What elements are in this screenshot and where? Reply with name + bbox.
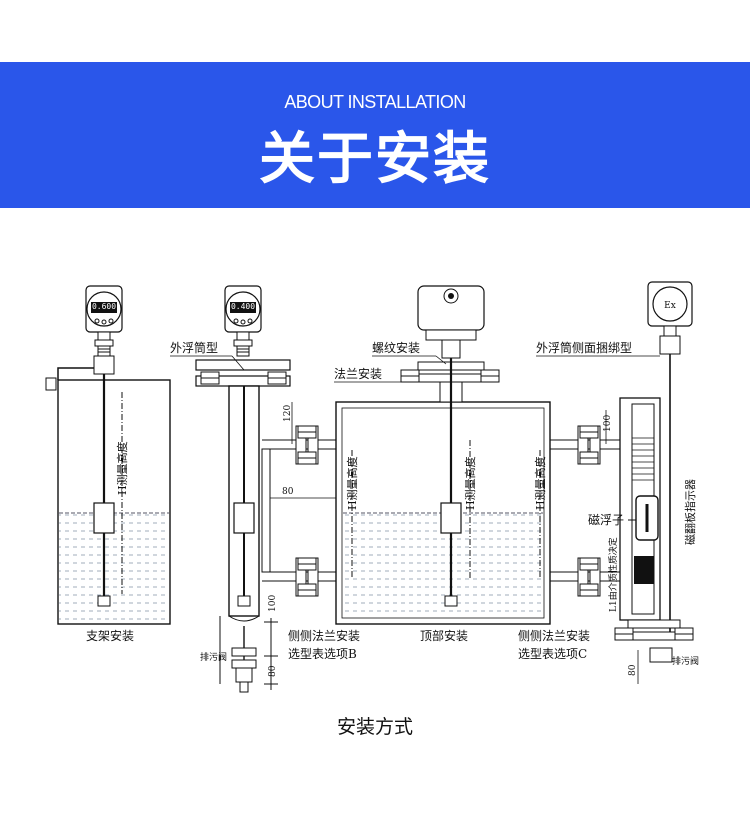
bracket-install-unit: 0.600 H测量高度: [45, 285, 171, 625]
label-outer-side-strap: 外浮筒侧面捆绑型: [536, 340, 632, 355]
display-reading-2: 0.400: [231, 302, 255, 311]
label-flap-indicator: 磁翻板指示器: [683, 479, 697, 545]
label-side-flange-c-line1: 侧侧法兰安装: [518, 628, 590, 643]
label-side-flange-c-line2: 选型表选项C: [518, 647, 587, 661]
ex-mark: Ex: [664, 301, 676, 311]
dim-100-left: 100: [268, 595, 278, 612]
label-magnetic-float: 磁浮子: [588, 512, 624, 527]
label-small-vertical: L1由介质性质决定: [607, 537, 619, 612]
dim-80-left: 80: [282, 487, 294, 497]
label-thread-install: 螺纹安装: [372, 340, 420, 355]
label-drain-valve-left: 排污阀: [200, 651, 227, 663]
dim-120: 120: [283, 405, 293, 422]
header-title: 关于安装: [259, 127, 491, 192]
label-outer-float-tube: 外浮筒型: [170, 340, 218, 355]
diagram-caption: 安装方式: [336, 716, 413, 738]
label-side-flange-b-line1: 侧侧法兰安装: [288, 628, 360, 643]
dim-80-bottom-right: 80: [628, 664, 638, 676]
header-subtitle: ABOUT INSTALLATION: [284, 92, 466, 112]
central-vessel: 80 120 H测量高度 H测量高度 H测量高度 100: [261, 285, 631, 625]
display-reading-1: 0.600: [92, 302, 116, 311]
outer-float-tube-unit: 0.400 100 80: [195, 285, 291, 693]
label-side-flange-b-line2: 选型表选项B: [288, 647, 357, 661]
measure-height-label-2: H测量高度: [345, 456, 359, 510]
measure-height-label-3: H测量高度: [463, 456, 477, 510]
flap-scale: [632, 437, 654, 481]
measure-height-label-1: H测量高度: [115, 441, 129, 495]
label-top-install: 顶部安装: [420, 628, 468, 643]
label-bracket-install: 支架安装: [86, 628, 134, 643]
header-banner: [0, 62, 750, 208]
installation-diagram: 0.600 H测量高度 0.400 100 80: [45, 281, 699, 693]
label-drain-valve-right: 排污阀: [672, 655, 699, 667]
dim-80-bottom-left: 80: [268, 665, 278, 677]
dim-100-right: 100: [603, 415, 613, 432]
label-flange-install: 法兰安装: [334, 366, 382, 381]
side-strap-unit: Ex 80 磁翻板指示器 L1由介质性质决定 磁浮子: [588, 281, 697, 684]
measure-height-label-4: H测量高度: [533, 456, 547, 510]
